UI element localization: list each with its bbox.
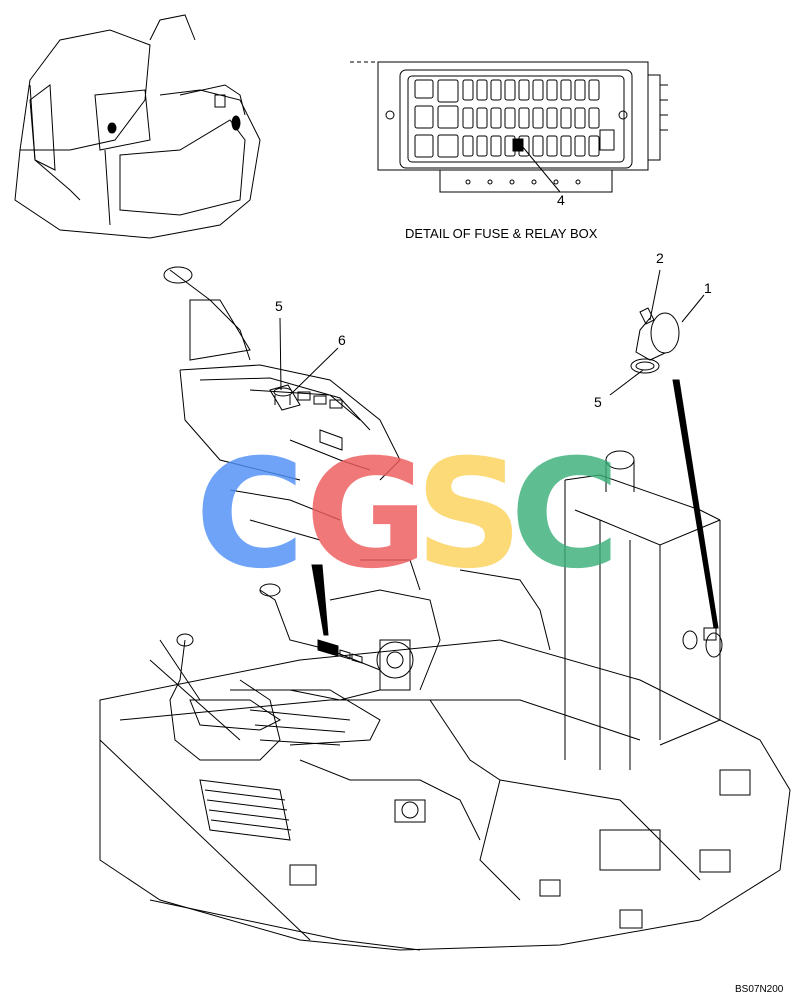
fuse-slot xyxy=(477,80,487,100)
watermark-letter-2: G xyxy=(305,428,429,602)
callout-4: 4 xyxy=(557,192,565,208)
fuse-slot xyxy=(547,108,557,128)
fuse-slot xyxy=(505,80,515,100)
callout-6: 6 xyxy=(338,332,346,348)
frame-drawing xyxy=(100,560,790,950)
fuse-slot xyxy=(589,136,599,156)
fuse-slot xyxy=(491,108,501,128)
pointer-line-center xyxy=(312,565,328,635)
console-drawing xyxy=(164,267,400,540)
fuse-slot xyxy=(519,80,529,100)
detail-caption: DETAIL OF FUSE & RELAY BOX xyxy=(405,226,598,241)
fuse-slot xyxy=(463,80,473,100)
fuse-slot xyxy=(477,136,487,156)
leader-lines xyxy=(280,146,704,395)
pointer-line-right xyxy=(673,380,718,628)
callout-1: 1 xyxy=(704,280,712,296)
watermark-letter-1: C xyxy=(195,428,306,602)
fuse-slot xyxy=(575,136,585,156)
callout-5-connector: 5 xyxy=(594,394,602,410)
fuse-slot xyxy=(491,80,501,100)
fuse-slot xyxy=(561,80,571,100)
fuse-slot xyxy=(533,80,543,100)
fuse-slot xyxy=(547,80,557,100)
drawing-code: BS07N200 xyxy=(735,984,784,995)
fuse-slot xyxy=(561,136,571,156)
fuse-slot xyxy=(561,108,571,128)
fuse-slot xyxy=(533,108,543,128)
seat-drawing xyxy=(170,584,380,840)
fuse-slot xyxy=(533,136,543,156)
fuse-slot xyxy=(505,108,515,128)
fuse-slot xyxy=(589,108,599,128)
callout-2: 2 xyxy=(656,250,664,266)
connector-part-drawing xyxy=(631,308,679,373)
fuse-slot xyxy=(463,108,473,128)
watermark-letter-3: S xyxy=(415,428,524,602)
fuse-slot xyxy=(575,108,585,128)
fuse-slot xyxy=(575,80,585,100)
fuse-slot xyxy=(491,136,501,156)
callout-5-console: 5 xyxy=(275,298,283,314)
cab-overview-drawing xyxy=(15,15,260,238)
fuse-slot xyxy=(519,108,529,128)
fuse-slot xyxy=(589,80,599,100)
fuse-slot xyxy=(463,136,473,156)
fuse-slot xyxy=(477,108,487,128)
fuse-relay-box-drawing xyxy=(350,62,668,192)
fuse-slot xyxy=(547,136,557,156)
watermark-letter-4: C xyxy=(510,428,621,602)
fuse-grid xyxy=(463,80,599,156)
